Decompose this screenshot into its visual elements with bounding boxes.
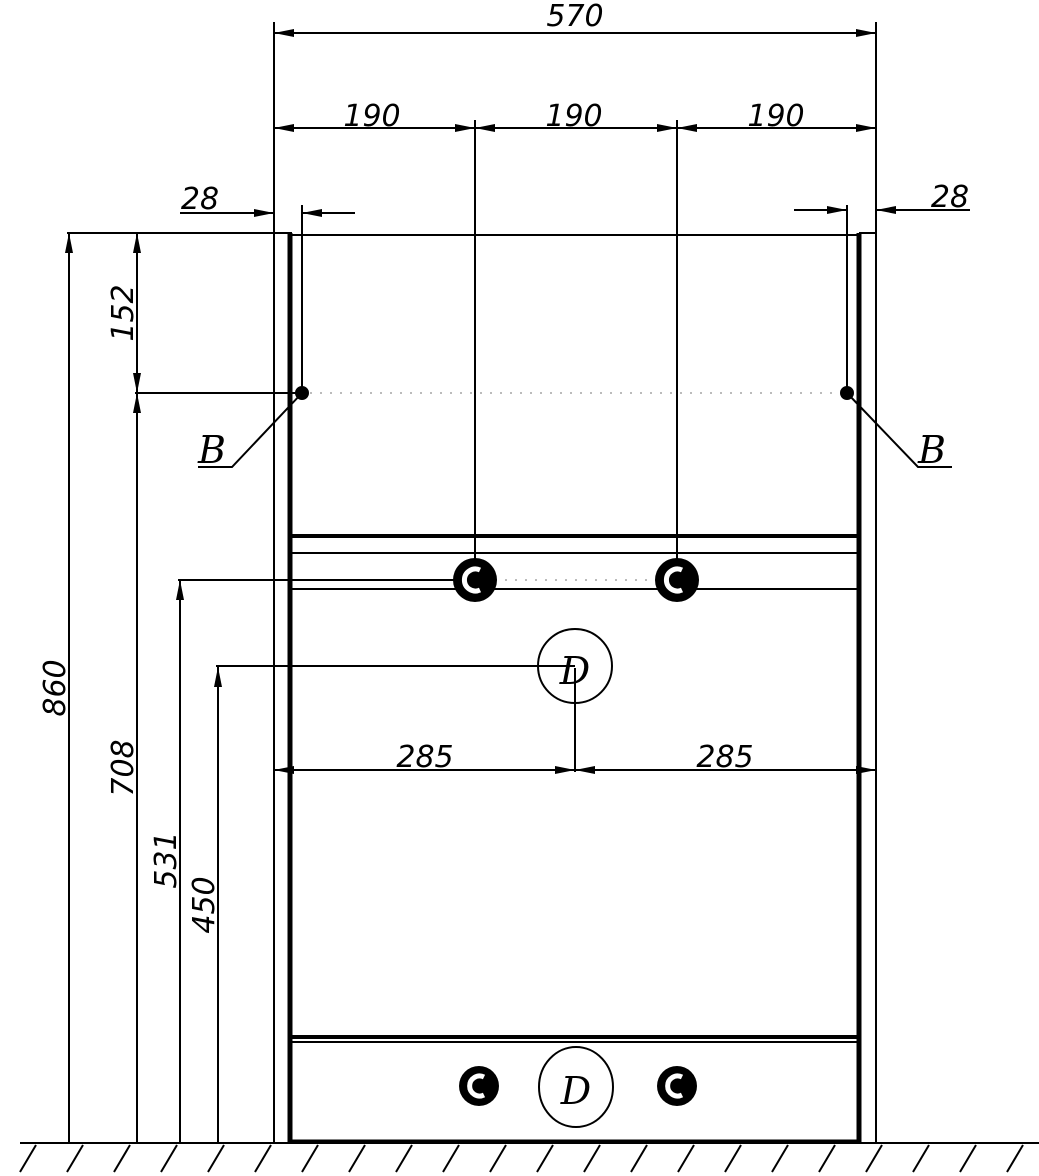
floor-hatch-mark <box>395 1144 413 1173</box>
floor-hatch-mark <box>912 1144 930 1173</box>
reference-point-d-lower-circled-d-icon <box>538 1046 614 1128</box>
floor-hatch-mark <box>207 1144 225 1173</box>
dim-segment-right: 190 <box>747 99 804 134</box>
dim-offset-right: 28 <box>931 180 969 215</box>
floor-hatch-mark <box>724 1144 742 1173</box>
dim-offset-left: 28 <box>181 182 219 217</box>
dim-152: 152 <box>106 284 141 341</box>
floor-hatch-mark <box>818 1144 836 1173</box>
cabinet <box>67 232 877 1143</box>
dim-half-left: 285 <box>396 740 453 775</box>
reference-point-d-upper-circled-d-icon <box>537 628 613 704</box>
floor-hatch-mark <box>19 1144 37 1173</box>
floor-hatch-mark <box>1006 1144 1024 1173</box>
dim-segment-left: 190 <box>343 99 400 134</box>
mounting-hole-c-lower-left-icon <box>459 1066 499 1106</box>
label-b-left: B <box>197 428 226 472</box>
label-d-upper: D <box>559 649 590 693</box>
floor-hatch-mark <box>630 1144 648 1173</box>
mounting-hole-c-upper-left-icon <box>453 558 497 602</box>
label-d-lower: D <box>560 1069 591 1113</box>
mounting-hole-c-upper-right-icon <box>655 558 699 602</box>
floor-hatch-mark <box>348 1144 366 1173</box>
floor <box>19 1142 1039 1173</box>
floor-hatch-mark <box>959 1144 977 1173</box>
dim-half-right: 285 <box>696 740 753 775</box>
mounting-hole-c-lower-right-icon <box>657 1066 697 1106</box>
dim-overall-width: 570 <box>546 0 603 34</box>
floor-hatch-mark <box>160 1144 178 1173</box>
floor-hatch-mark <box>113 1144 131 1173</box>
dim-708: 708 <box>106 739 141 796</box>
floor-hatch-mark <box>489 1144 507 1173</box>
dim-segment-middle: 190 <box>545 99 602 134</box>
leader-b-left <box>198 392 303 468</box>
floor-hatch-mark <box>536 1144 554 1173</box>
floor-hatch-mark <box>301 1144 319 1173</box>
floor-hatch-mark <box>771 1144 789 1173</box>
floor-hatch-mark <box>442 1144 460 1173</box>
dim-450: 450 <box>187 876 222 933</box>
dim-overall-height: 860 <box>38 659 73 716</box>
floor-hatch-mark <box>254 1144 272 1173</box>
label-b-right: B <box>917 428 946 472</box>
floor-hatch-mark <box>865 1144 883 1173</box>
floor-hatch-mark <box>66 1144 84 1173</box>
leader-b-right <box>846 392 952 468</box>
floor-hatch-mark <box>583 1144 601 1173</box>
floor-hatch-mark <box>677 1144 695 1173</box>
floor-hatching <box>19 1144 1024 1173</box>
dim-531: 531 <box>149 831 184 888</box>
